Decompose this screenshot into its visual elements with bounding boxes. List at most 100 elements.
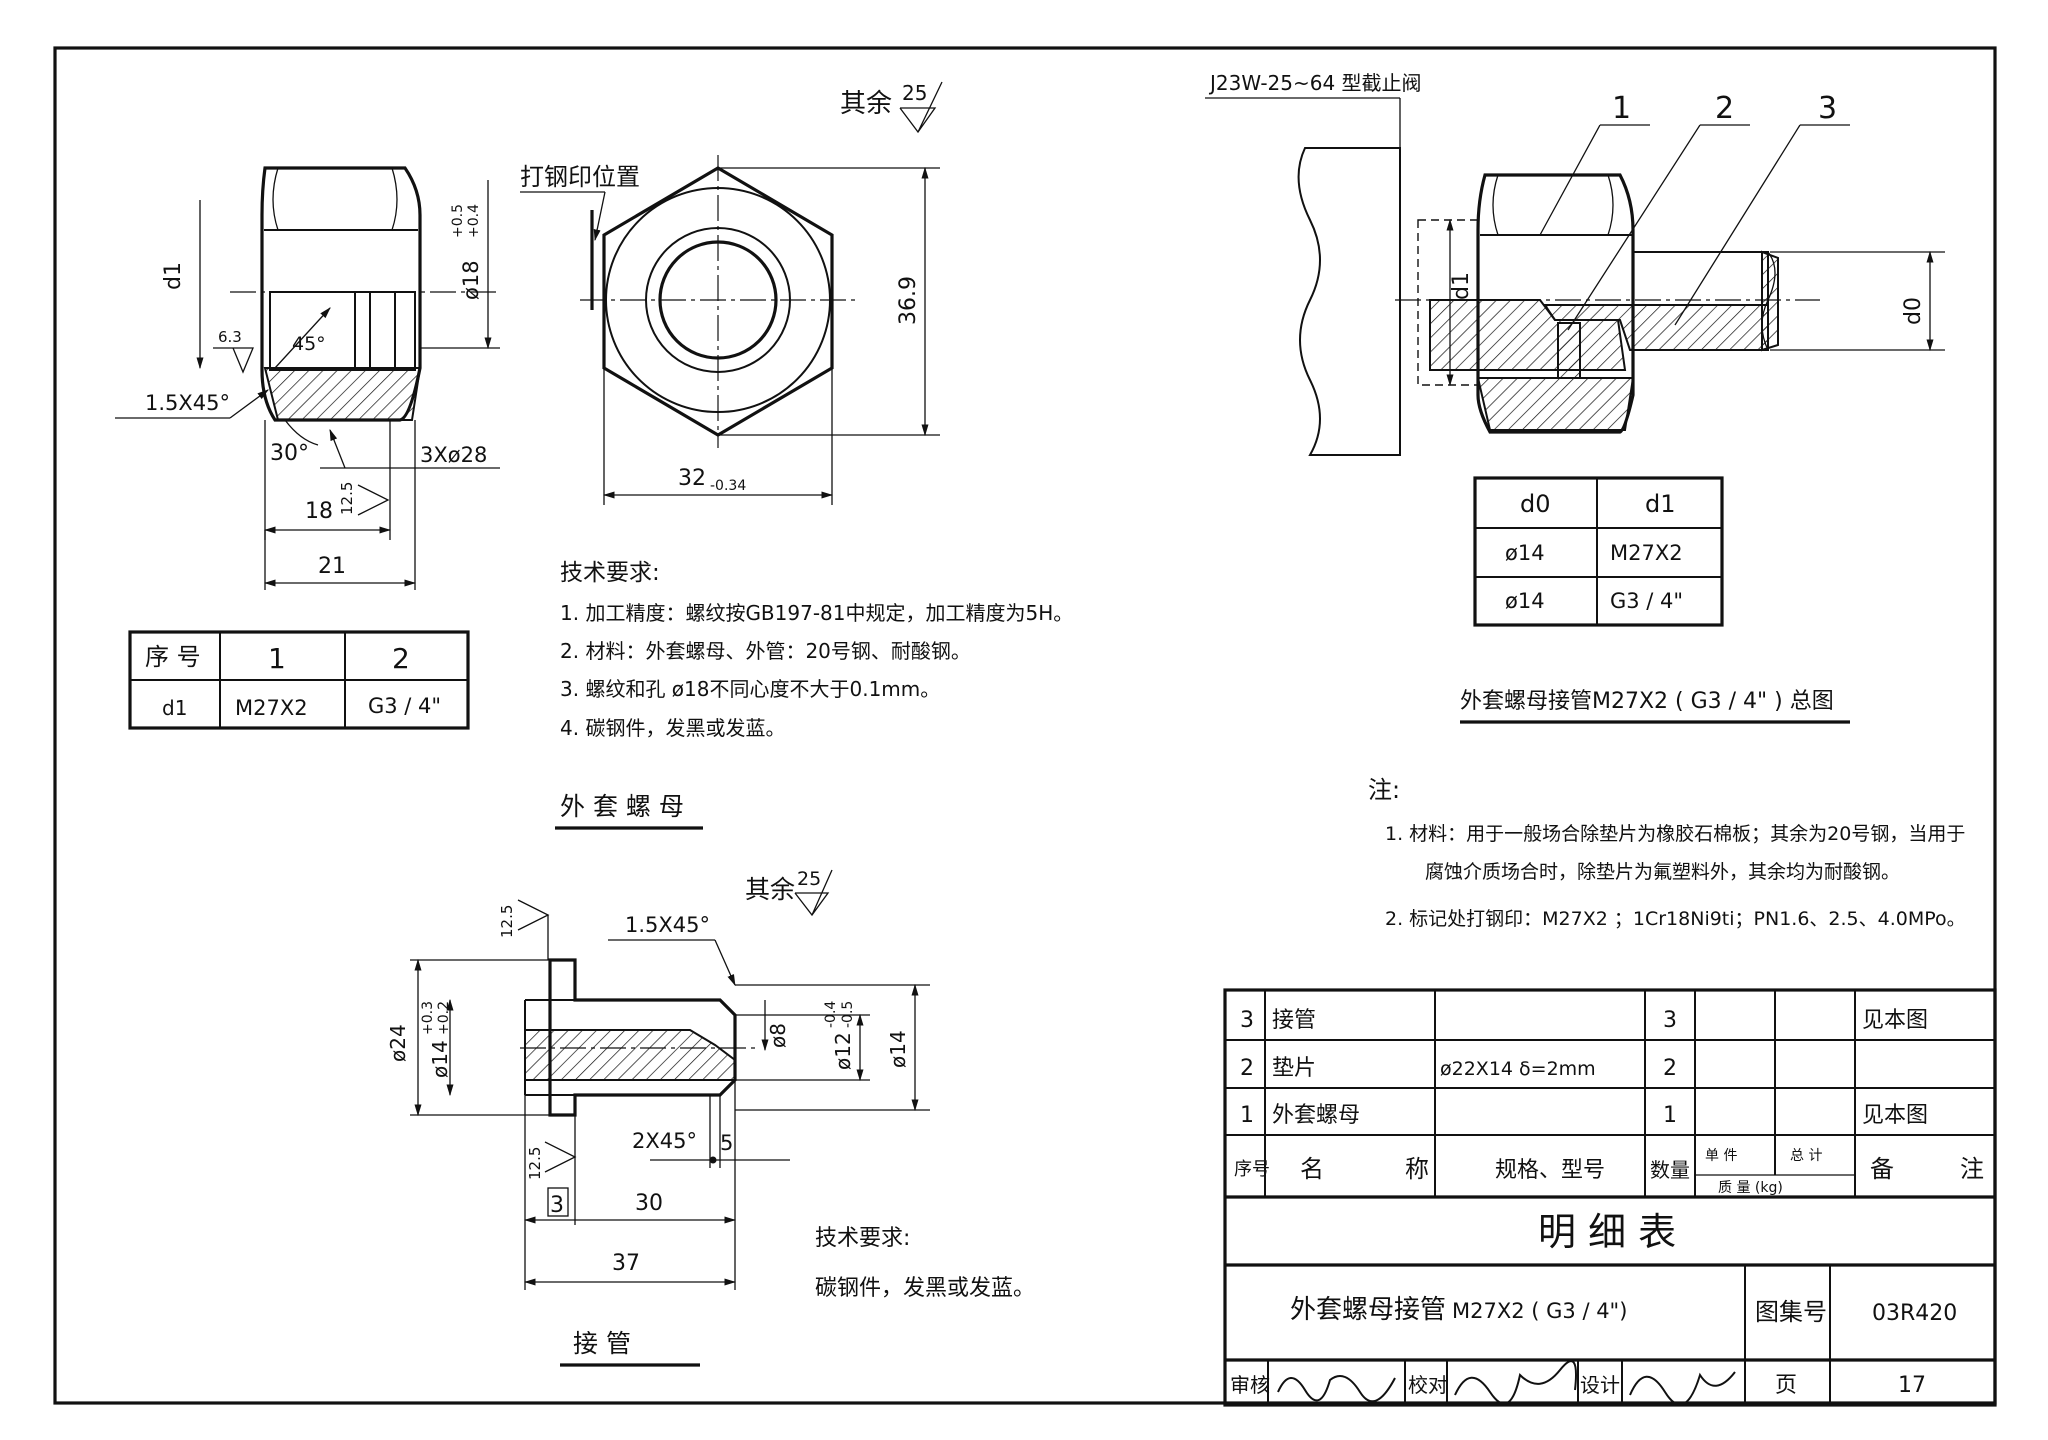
drawing-title: 外套螺母接管 — [1290, 1295, 1446, 1325]
assembly-r0-d0: ø14 — [1505, 541, 1545, 565]
roughness-rest-label: 其余 — [840, 89, 892, 119]
dim-3: 3 — [550, 1193, 564, 1218]
atlas-label: 图集号 — [1755, 1298, 1827, 1326]
pipe-view: 其余 25 12.5 1.5X45° ø24 ø14 +0.3 +0.2 ø8 … — [386, 868, 1035, 1367]
nut-table-r2: G3 / 4" — [368, 694, 441, 718]
hdr-spec: 规格、型号 — [1495, 1158, 1605, 1183]
dim-32: 32 — [678, 466, 706, 491]
note-2: 2. 标记处打钢印：M27X2 ；1Cr18Ni9ti；PN1.6、2.5、4.… — [1385, 908, 1966, 930]
tol-phi14-low: +0.2 — [436, 1001, 452, 1035]
title-block: 外套螺母接管 M27X2 ( G3 / 4") 图集号 03R420 审核 校对… — [1230, 1265, 1957, 1406]
note-1b: 腐蚀介质场合时，除垫片为氟塑料外，其余均为耐酸钢。 — [1425, 861, 1900, 883]
nut-req-3: 3. 螺纹和孔 ø18不同心度不大于0.1mm。 — [560, 677, 940, 701]
review-label: 审核 — [1230, 1373, 1270, 1397]
nut-table-r1: M27X2 — [235, 696, 308, 720]
dim-3x28: 3Xø28 — [420, 443, 487, 467]
assembly-label-1: 1 — [1612, 91, 1631, 126]
assembly-table: d0 d1 ø14 M27X2 ø14 G3 / 4" 外套螺母接管M27X2 … — [1460, 476, 1850, 724]
atlas-no: 03R420 — [1872, 1301, 1957, 1326]
dim-phi14: ø14 — [428, 1040, 452, 1078]
note-1a: 1. 材料：用于一般场合除垫片为橡胶石棉板；其余为20号钢，当用于 — [1385, 823, 1965, 845]
pipe-req-title: 技术要求: — [815, 1226, 910, 1251]
hdr-mass: 质 量 (kg) — [1718, 1180, 1783, 1196]
sheet-border — [53, 46, 1997, 1405]
pipe-chamfer2: 2X45° — [632, 1129, 697, 1153]
tol-phi18-up: +0.5 — [450, 204, 466, 238]
signature-check — [1454, 1360, 1577, 1405]
assembly-d1: d1 — [1449, 272, 1474, 300]
row1-no: 1 — [1240, 1103, 1254, 1128]
parts-list-title: 明 细 表 — [1538, 1210, 1676, 1254]
nut-req-2: 2. 材料：外套螺母、外管：20号钢、耐酸钢。 — [560, 639, 971, 663]
assembly-view: J23W-25~64 型截止阀 1 2 3 d1 — [1205, 71, 1945, 456]
valve-label: J23W-25~64 型截止阀 — [1208, 71, 1422, 95]
check-label: 校对 — [1408, 1373, 1448, 1397]
assembly-th-d1: d1 — [1645, 490, 1676, 518]
pipe-roughness-rest: 其余 — [745, 875, 795, 904]
dim-18: 18 — [305, 499, 333, 524]
signature-review — [1277, 1375, 1396, 1403]
dim-phi12: ø12 — [831, 1032, 855, 1070]
assembly-d0: d0 — [1901, 297, 1926, 325]
assembly-r1-d0: ø14 — [1505, 589, 1545, 613]
nut-table-h0: 序 号 — [145, 643, 201, 671]
tol-phi18-low: +0.4 — [466, 204, 482, 238]
hdr-total: 总 计 — [1790, 1148, 1822, 1164]
row2-no: 2 — [1240, 1056, 1254, 1081]
dim-phi8: ø8 — [766, 1023, 790, 1048]
tol-phi12-low: -0.5 — [840, 1001, 856, 1028]
assembly-caption: 外套螺母接管M27X2 ( G3 / 4" ) 总图 — [1460, 689, 1834, 714]
nut-req-1: 1. 加工精度：螺纹按GB197-81中规定，加工精度为5H。 — [560, 601, 1073, 625]
dim-369: 36.9 — [896, 276, 921, 325]
pipe-chamfer: 1.5X45° — [625, 913, 710, 937]
nut-front-view: 其余 25 打钢印位置 36.9 32 -0.34 — [520, 81, 943, 505]
hdr-note-a: 备 — [1870, 1155, 1894, 1183]
page-label: 页 — [1775, 1373, 1797, 1398]
page-no: 17 — [1898, 1373, 1926, 1398]
row1-note: 见本图 — [1862, 1103, 1928, 1128]
dim-phi24: ø24 — [386, 1024, 410, 1062]
chamfer-label: 1.5X45° — [145, 391, 230, 415]
pipe-roughness-rest-value: 25 — [797, 868, 821, 890]
assembly-r1-d1: G3 / 4" — [1610, 589, 1683, 613]
tol-phi14-up: +0.3 — [420, 1001, 436, 1035]
hdr-note-b: 注 — [1960, 1155, 1984, 1183]
dim-21: 21 — [318, 554, 346, 579]
nut-table-h2: 2 — [392, 642, 410, 675]
row3-name: 接管 — [1272, 1008, 1316, 1033]
nut-caption: 外 套 螺 母 — [560, 792, 684, 821]
hdr-name-b: 称 — [1405, 1155, 1429, 1183]
row2-spec: ø22X14 δ=2mm — [1440, 1058, 1596, 1080]
stamp-position: 打钢印位置 — [520, 163, 640, 191]
hdr-no: 序号 — [1234, 1159, 1270, 1180]
notes: 注: 1. 材料：用于一般场合除垫片为橡胶石棉板；其余为20号钢，当用于 腐蚀介… — [1368, 776, 1966, 930]
pipe-r125-top: 12.5 — [498, 905, 516, 938]
row3-no: 3 — [1240, 1008, 1254, 1033]
row2-qty: 2 — [1663, 1056, 1677, 1081]
notes-title: 注: — [1368, 776, 1400, 804]
row2-name: 垫片 — [1272, 1056, 1316, 1081]
assembly-label-3: 3 — [1818, 91, 1837, 126]
nut-side-view: d1 6.3 45° 1.5X45° 30° 3Xø28 12.5 18 21 — [115, 166, 500, 590]
row3-note: 见本图 — [1862, 1008, 1928, 1033]
row3-qty: 3 — [1663, 1008, 1677, 1033]
pipe-r125-bot: 12.5 — [526, 1147, 544, 1180]
pipe-req-text: 碳钢件，发黑或发蓝。 — [815, 1276, 1035, 1301]
assembly-label-2: 2 — [1715, 91, 1734, 126]
tol-32: -0.34 — [710, 478, 746, 494]
dim-37: 37 — [612, 1251, 640, 1276]
roughness-63: 6.3 — [218, 328, 242, 346]
hdr-name-a: 名 — [1300, 1155, 1324, 1183]
dim-phi14-out: ø14 — [886, 1030, 910, 1068]
signature-design — [1629, 1371, 1736, 1406]
row1-name: 外套螺母 — [1272, 1103, 1360, 1128]
assembly-th-d0: d0 — [1520, 490, 1551, 518]
pipe-caption: 接 管 — [573, 1329, 631, 1358]
hdr-qty: 数量 — [1650, 1158, 1690, 1182]
parts-list: 3 接管 3 见本图 2 垫片 ø22X14 δ=2mm 2 1 外套螺母 1 … — [1223, 988, 1997, 1407]
drawing-sub: M27X2 ( G3 / 4") — [1452, 1299, 1627, 1323]
roughness-rest-value: 25 — [902, 81, 927, 105]
nut-requirements: 技术要求: 1. 加工精度：螺纹按GB197-81中规定，加工精度为5H。 2.… — [555, 560, 1073, 830]
design-label: 设计 — [1580, 1373, 1620, 1397]
